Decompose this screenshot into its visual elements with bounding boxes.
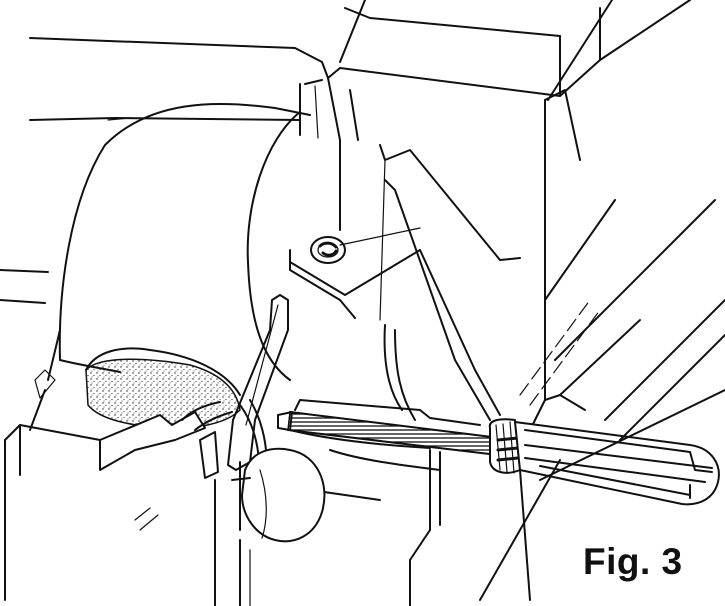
center-body — [289, 179, 501, 606]
screwdriver-icon — [277, 411, 720, 506]
right-guard — [479, 199, 725, 601]
adjustment-knob-icon — [214, 447, 326, 606]
grinding-wheel — [0, 102, 311, 430]
rotation-arrow-icon — [99, 401, 233, 471]
front-base — [4, 329, 219, 601]
figure-caption: Fig. 3 — [583, 541, 683, 582]
screw-icon — [310, 236, 346, 264]
